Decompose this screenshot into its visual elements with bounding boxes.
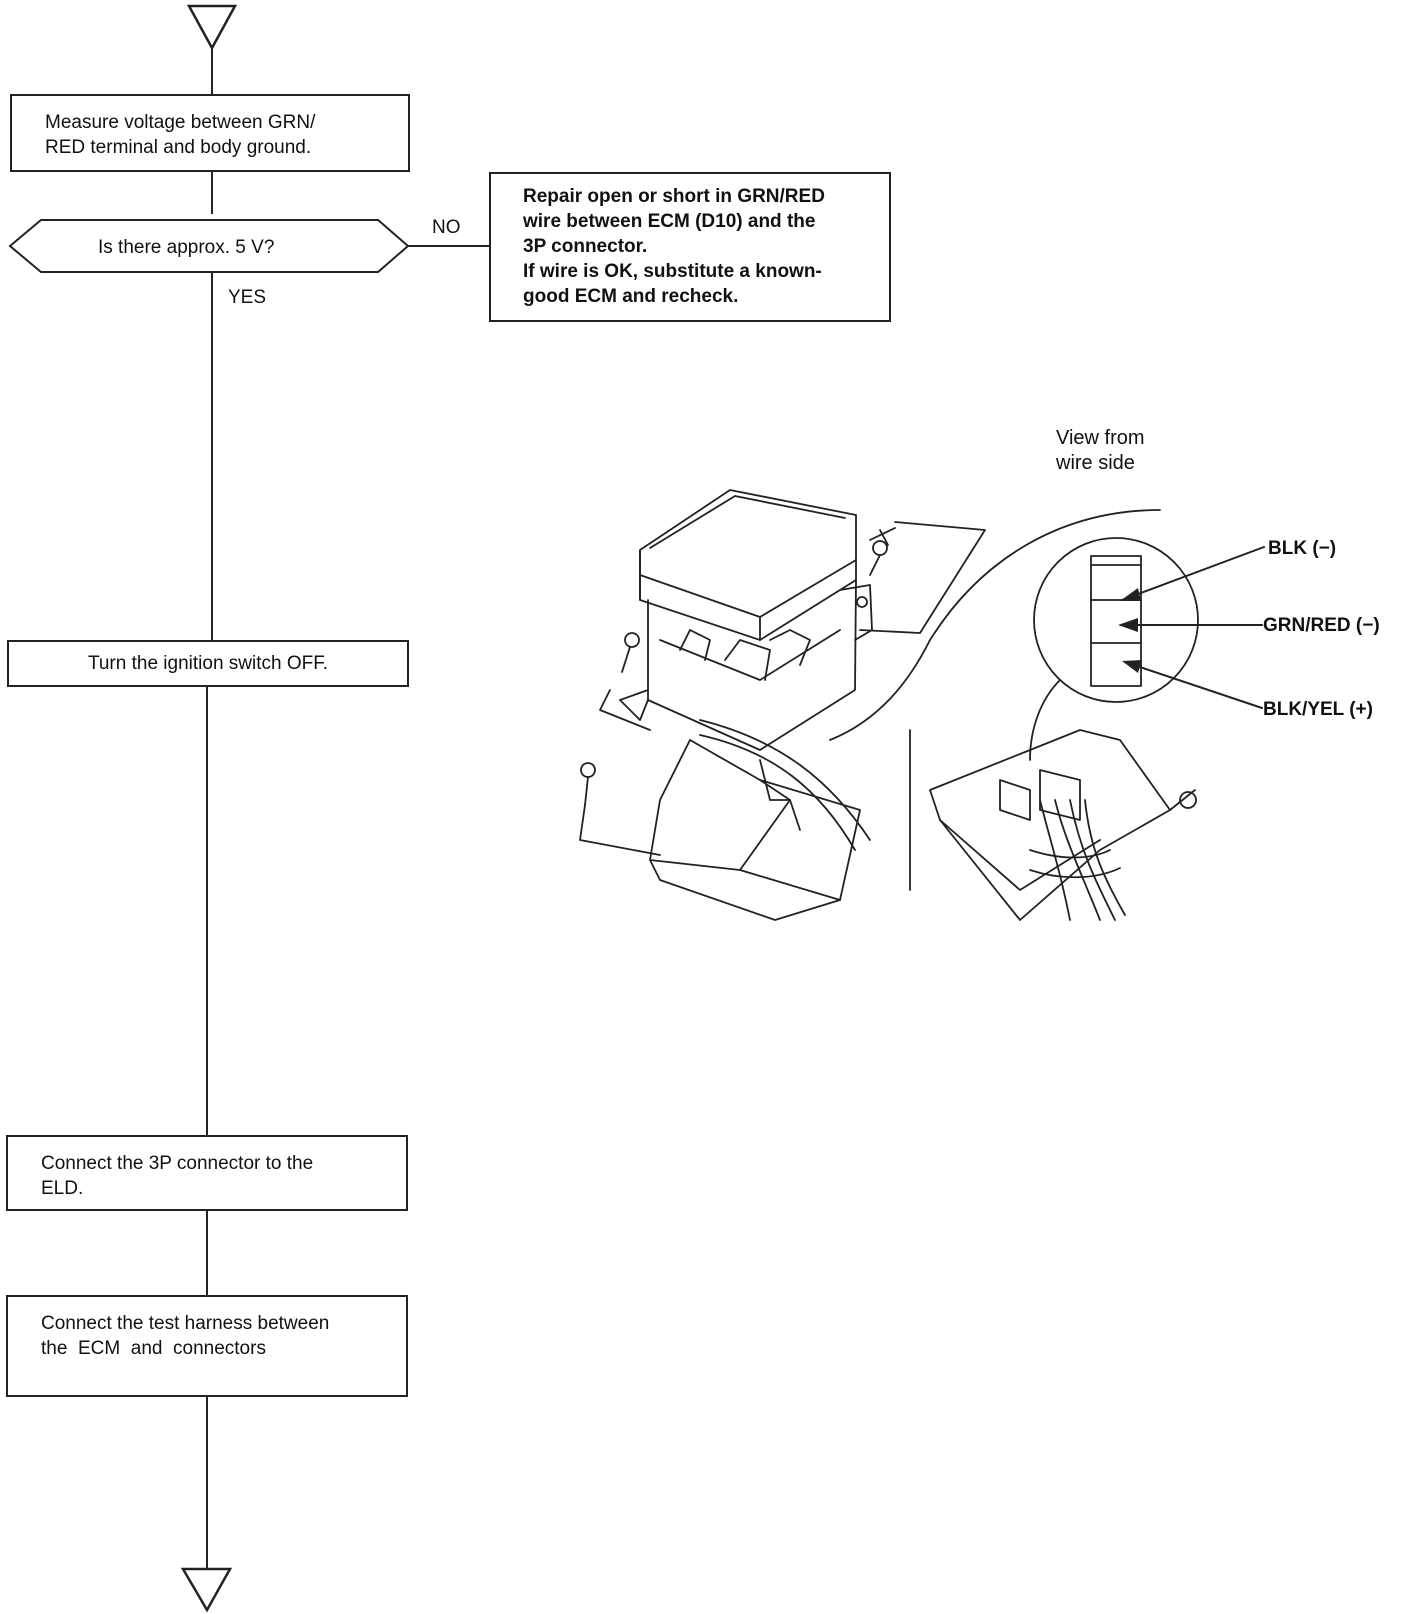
step-connect-3p-line-2: ELD. xyxy=(41,1178,84,1199)
bottom-connector-triangle xyxy=(180,1567,233,1613)
flow-line-bottom xyxy=(206,1397,208,1569)
repair-line-2: wire between ECM (D10) and the xyxy=(523,211,816,232)
flow-line-decision-ignition xyxy=(211,272,213,640)
connector-terminals xyxy=(1090,555,1142,687)
no-label: NO xyxy=(432,217,461,238)
view-label-line-2: wire side xyxy=(1056,452,1135,474)
step-harness-line-1: Connect the test harness between xyxy=(41,1313,330,1334)
terminal-label-blk: BLK (−) xyxy=(1268,538,1337,559)
ecm-housing xyxy=(619,489,873,921)
step-harness-line-2: the ECM and connectors xyxy=(41,1338,266,1359)
terminal-label-blk-yel: BLK/YEL (+) xyxy=(1263,699,1373,720)
step-measure-line-1: Measure voltage between GRN/ xyxy=(45,112,316,133)
repair-line-4: If wire is OK, substitute a known- xyxy=(523,261,822,282)
view-from-wire-side-label: View from wire side xyxy=(1056,426,1145,476)
flow-line-ignition-connect xyxy=(206,687,208,1135)
step-connect-3p-line-1: Connect the 3P connector to the xyxy=(41,1153,314,1174)
step-connect-3p: Connect the 3P connector to the ELD. xyxy=(6,1135,408,1211)
flow-line-measure-decision xyxy=(211,172,213,214)
mounting-bolts xyxy=(580,527,896,806)
view-label-line-1: View from xyxy=(1056,427,1145,449)
repair-line-1: Repair open or short in GRN/RED xyxy=(523,186,825,207)
step-measure-line-2: RED terminal and body ground. xyxy=(45,137,312,158)
decision-hexagon xyxy=(8,219,410,273)
connector-housing xyxy=(929,729,1197,921)
flow-line-no-branch xyxy=(407,245,489,247)
arrow-head-blk-yel xyxy=(1122,660,1142,673)
connector-zoom-circle xyxy=(1033,537,1199,703)
terminal-arrows xyxy=(1121,546,1265,709)
step-measure-voltage: Measure voltage between GRN/ RED termina… xyxy=(10,94,410,172)
repair-instruction-box: Repair open or short in GRN/RED wire bet… xyxy=(489,172,891,322)
yes-label: YES xyxy=(228,287,267,308)
step-connect-test-harness: Connect the test harness between the ECM… xyxy=(6,1295,408,1397)
arrow-head-grn-red xyxy=(1118,618,1138,632)
step-ignition-off: Turn the ignition switch OFF. xyxy=(7,640,409,687)
top-connector-triangle xyxy=(186,4,238,51)
flow-line-connect-harness xyxy=(206,1211,208,1295)
decision-question: Is there approx. 5 V? xyxy=(98,237,275,258)
repair-line-3: 3P connector. xyxy=(523,236,648,257)
flow-line-top xyxy=(211,48,213,94)
step-ignition-text: Turn the ignition switch OFF. xyxy=(87,653,329,674)
arrow-head-blk xyxy=(1120,588,1141,601)
terminal-label-grn-red: GRN/RED (−) xyxy=(1263,615,1380,636)
repair-line-5: good ECM and recheck. xyxy=(523,286,739,307)
